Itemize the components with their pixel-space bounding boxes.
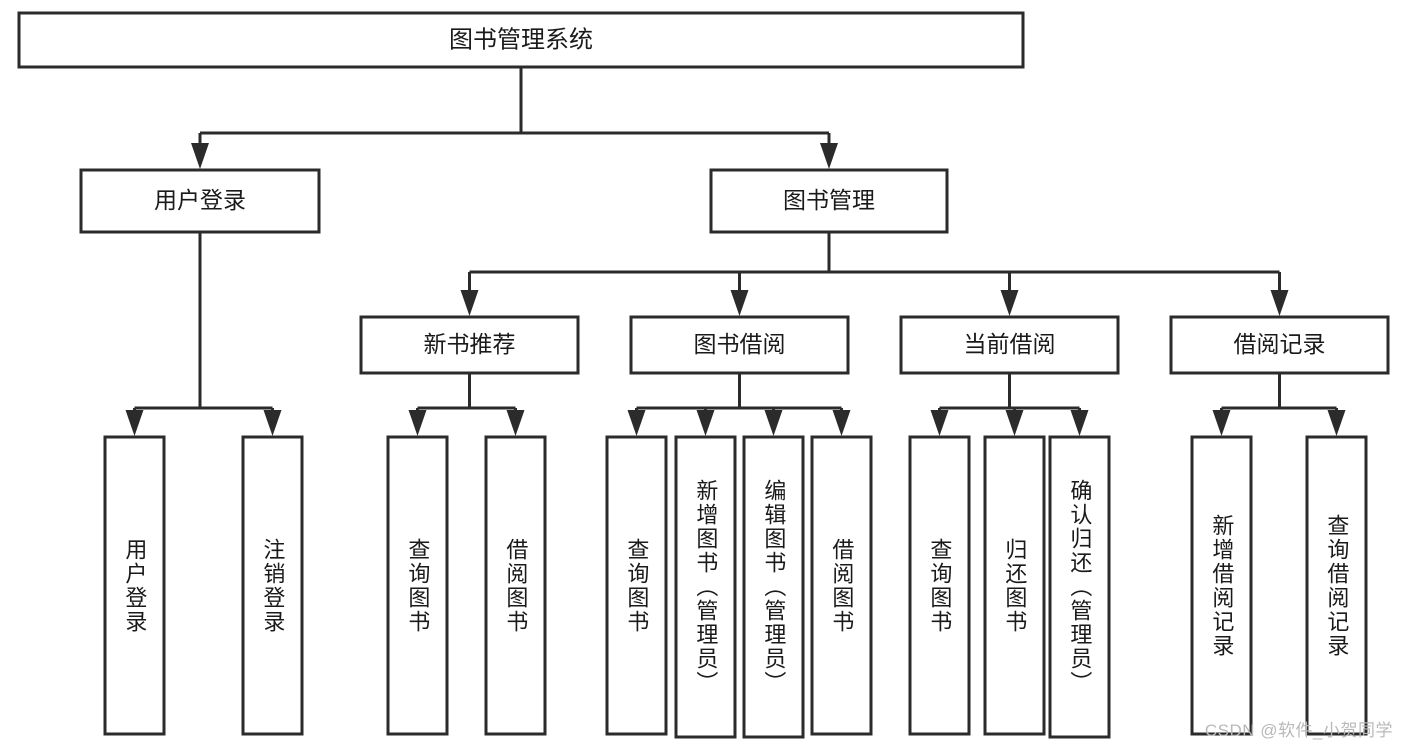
node-leaf-borrow-book-rec[interactable] — [484, 435, 547, 736]
node-leaf-user-logout[interactable] — [241, 435, 304, 736]
node-book-borrow-label: 图书借阅 — [694, 331, 786, 357]
node-root-label: 图书管理系统 — [449, 26, 593, 53]
arrow-head-icon-level1-0 — [191, 143, 209, 169]
node-leaf-query-book-rec[interactable] — [386, 435, 449, 736]
arrow-head-icon-leaf-return-book — [1005, 410, 1024, 436]
arrow-head-icon-leaf-query-record — [1327, 410, 1346, 436]
node-leaf-edit-book[interactable] — [742, 435, 805, 739]
arrow-head-icon-leaf-add-book — [696, 410, 715, 436]
arrow-head-icon-level2-1 — [730, 290, 749, 316]
arrow-head-icon-leaf-query-book-cur — [930, 410, 949, 436]
arrow-head-icon-level1-1 — [820, 143, 838, 169]
arrow-head-icon-leaf-add-record — [1212, 410, 1231, 436]
node-leaf-borrow-book[interactable] — [810, 435, 873, 736]
node-book-manage-label: 图书管理 — [783, 187, 875, 213]
node-leaf-add-book[interactable] — [674, 435, 737, 739]
node-current-borrow-label: 当前借阅 — [964, 331, 1056, 357]
arrow-head-icon-leaf-borrow-book-rec — [506, 410, 525, 436]
node-new-book-rec[interactable] — [359, 315, 580, 375]
arrow-head-icon-level2-0 — [460, 290, 479, 316]
arrow-head-icon-leaf-query-book-rec — [408, 410, 427, 436]
arrow-head-icon-leaf-confirm-return — [1070, 410, 1089, 436]
arrow-head-icon-level2-3 — [1270, 290, 1289, 316]
node-current-borrow[interactable] — [899, 315, 1120, 375]
node-new-book-rec-label: 新书推荐 — [424, 331, 516, 357]
node-leaf-confirm-return[interactable] — [1048, 435, 1111, 739]
arrow-head-icon-leaf-query-book-borrow — [627, 410, 646, 436]
node-boxes — [17, 11, 1390, 739]
node-leaf-query-record[interactable] — [1305, 435, 1368, 736]
node-leaf-add-record[interactable] — [1190, 435, 1253, 736]
node-book-borrow[interactable] — [629, 315, 850, 375]
node-borrow-record[interactable] — [1169, 315, 1390, 375]
node-book-manage[interactable] — [709, 168, 949, 234]
node-leaf-query-book-borrow[interactable] — [605, 435, 668, 736]
arrow-head-icon-leaf-user-logout — [263, 410, 282, 436]
arrow-head-icon-leaf-edit-book — [764, 410, 783, 436]
connector-lines — [125, 67, 1346, 436]
node-user-login-label: 用户登录 — [154, 187, 246, 213]
node-root[interactable] — [17, 11, 1025, 69]
node-user-login[interactable] — [79, 168, 321, 234]
node-leaf-query-book-cur[interactable] — [908, 435, 971, 736]
node-borrow-record-label: 借阅记录 — [1234, 331, 1326, 357]
node-leaf-return-book[interactable] — [983, 435, 1046, 736]
node-leaf-user-login[interactable] — [103, 435, 166, 736]
arrow-head-icon-leaf-user-login — [125, 410, 144, 436]
watermark-text: CSDN @软件_小贺同学 — [1204, 721, 1393, 740]
arrow-head-icon-level2-2 — [1000, 290, 1019, 316]
arrow-head-icon-leaf-borrow-book — [832, 410, 851, 436]
